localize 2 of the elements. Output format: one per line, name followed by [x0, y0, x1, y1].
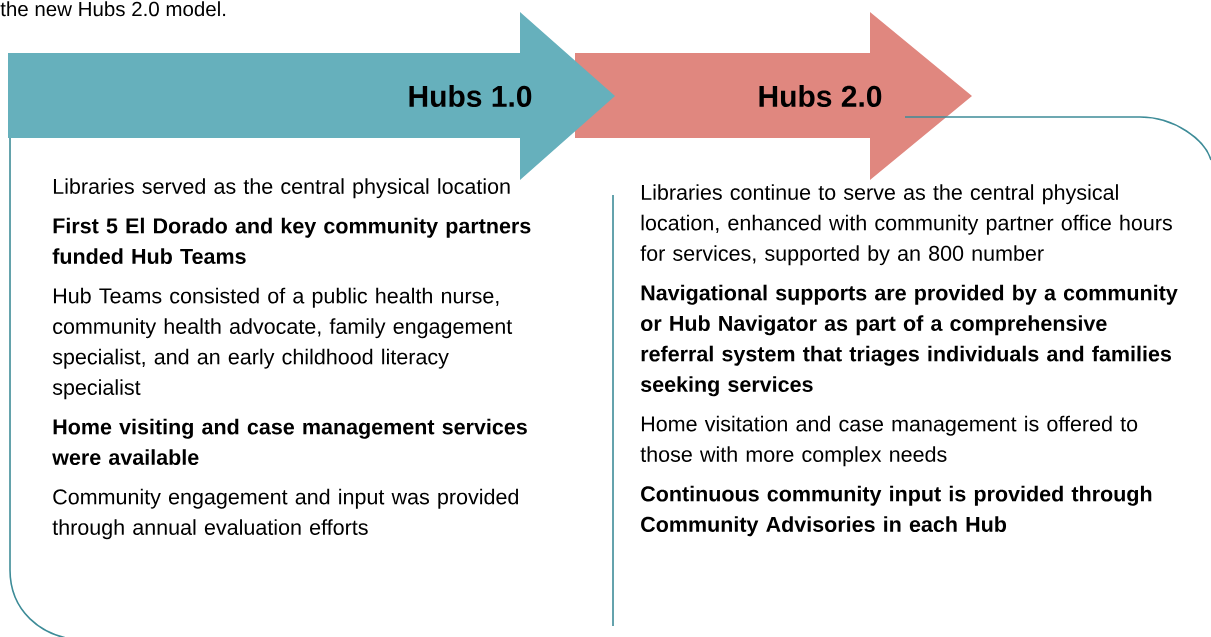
heading-banner: Hubs 2.0 — [575, 12, 972, 180]
text-panel: Libraries continue to serve as the central physical location, enhanced with community partner office hours for services, supported by an 800 number Navigational supports are provided by a community or Hub Navigator as part of a comprehensive referral system that triages individuals and families seeking services Home visitation and case management is offered to those with more complex needs Continuous community input is provided through Community Advisories in each Hub — [612, 116, 1211, 627]
